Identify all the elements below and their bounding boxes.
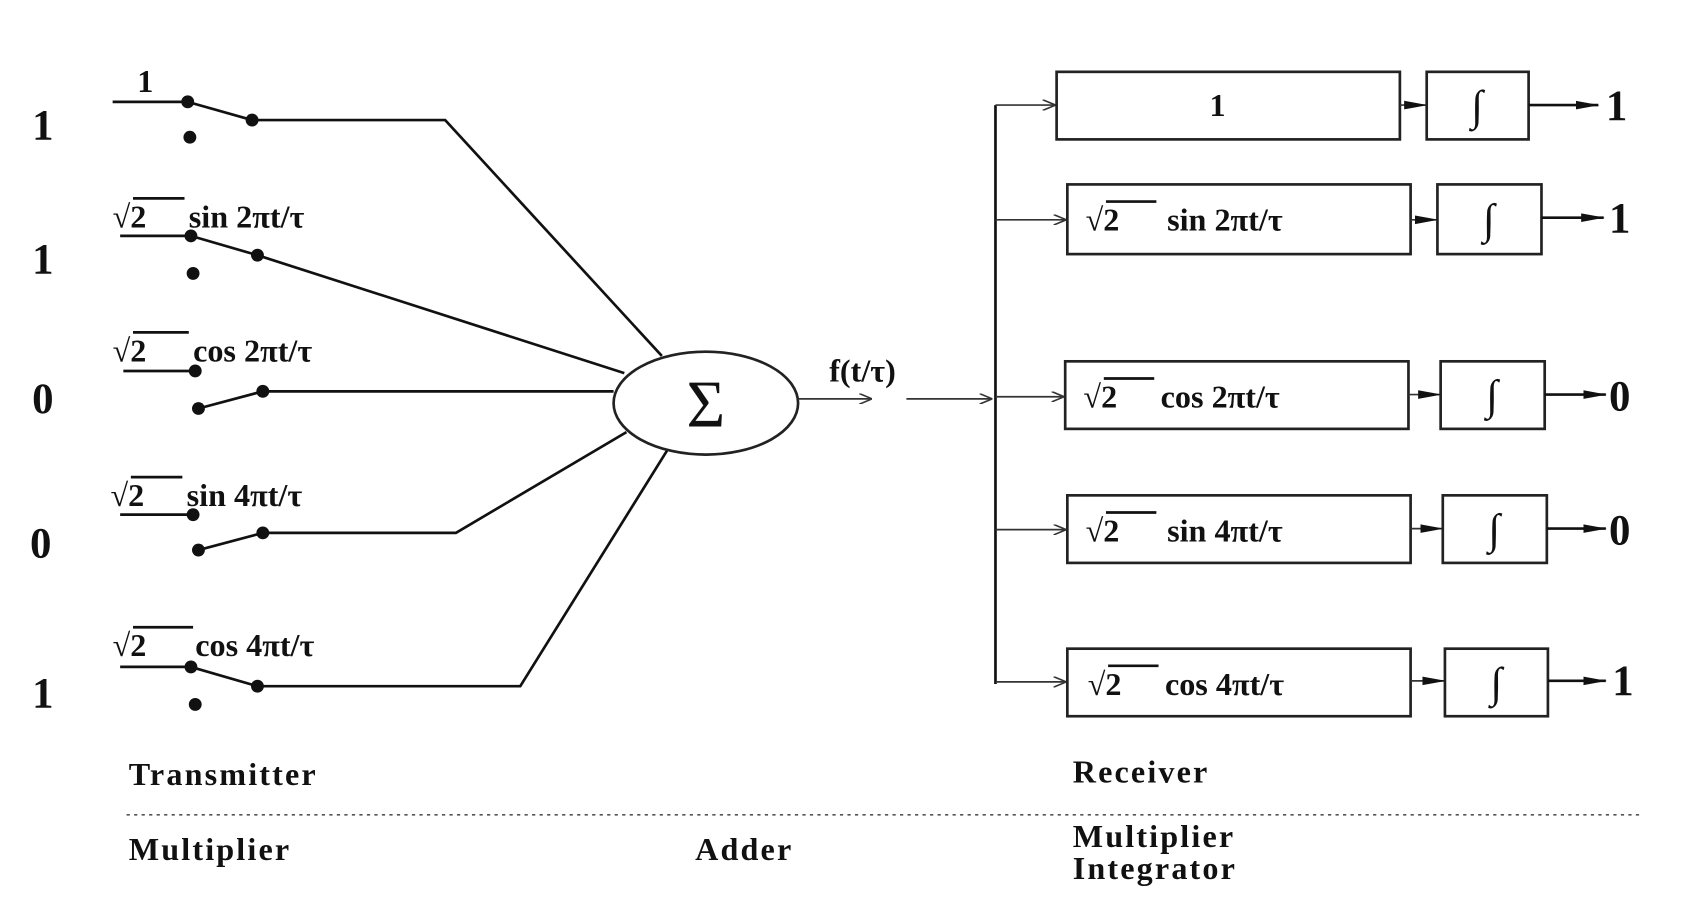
multiplier-switches xyxy=(112,95,270,711)
multiplier-label: cos 4πt/τ xyxy=(1165,666,1284,702)
signal-coef: √2 xyxy=(113,198,147,234)
transmitter-inputs: 1 1 0 0 1 xyxy=(30,102,54,717)
caption-receiver: Receiver xyxy=(1073,754,1210,790)
multiplier-coef: √2 xyxy=(1088,666,1122,702)
input-bit: 1 xyxy=(32,236,53,283)
multiplier-label: cos 2πt/τ xyxy=(1161,378,1280,414)
sigma-symbol: Σ xyxy=(686,369,725,442)
multiplier-label: 1 xyxy=(1209,87,1225,123)
caption-multiplier-left: Multiplier xyxy=(129,831,292,867)
signal-label: sin 4πt/τ xyxy=(187,477,303,513)
multiplier-label: sin 4πt/τ xyxy=(1167,512,1283,548)
signal-label: cos 4πt/τ xyxy=(195,627,314,663)
transmitter-signal-labels: 1 √2 sin 2πt/τ √2 cos 2πt/τ √2 sin 4πt/τ… xyxy=(110,63,314,663)
output-bit: 1 xyxy=(1606,83,1627,130)
integrator-symbol: ∫ xyxy=(1483,373,1500,422)
adder-output-label: f(t/τ) xyxy=(829,353,896,389)
receiver-row-4: √2 sin 4πt/τ ∫ 0 xyxy=(1065,494,1630,565)
multiplier-coef: √2 xyxy=(1086,202,1120,238)
integrator-symbol: ∫ xyxy=(1488,660,1505,709)
input-bit: 1 xyxy=(32,671,53,718)
input-bit: 1 xyxy=(32,102,53,149)
signal-coef: √2 xyxy=(113,627,147,663)
wires-to-adder xyxy=(252,118,669,688)
output-bit: 0 xyxy=(1609,374,1630,421)
caption-adder: Adder xyxy=(695,831,793,867)
caption-transmitter: Transmitter xyxy=(129,756,318,792)
signal-label: sin 2πt/τ xyxy=(189,198,305,234)
input-bit: 0 xyxy=(30,521,51,568)
receiver-row-5: √2 cos 4πt/τ ∫ 1 xyxy=(1065,647,1634,718)
adder-circle xyxy=(612,350,800,456)
multiplier-coef: √2 xyxy=(1086,512,1120,548)
output-bit: 1 xyxy=(1612,658,1633,705)
multiplier-coef: √2 xyxy=(1083,378,1117,414)
signal-coef: √2 xyxy=(110,477,144,513)
caption-integrator: Integrator xyxy=(1073,850,1237,886)
integrator-symbol: ∫ xyxy=(1480,197,1497,246)
switch-2 xyxy=(120,229,264,280)
output-bit: 0 xyxy=(1609,508,1630,555)
receiver-row-1: 1 ∫ 1 xyxy=(1055,70,1627,141)
switch-3 xyxy=(123,364,270,415)
output-bit: 1 xyxy=(1609,196,1630,243)
switch-5 xyxy=(120,660,264,711)
multiplier-label: sin 2πt/τ xyxy=(1167,202,1283,238)
caption-multiplier-right: Multiplier xyxy=(1073,818,1236,854)
integrator-symbol: ∫ xyxy=(1485,507,1502,556)
integrator-symbol: ∫ xyxy=(1468,83,1485,132)
signal-coef: √2 xyxy=(113,332,147,368)
receiver-row-2: √2 sin 2πt/τ ∫ 1 xyxy=(1065,183,1630,256)
signal-label: 1 xyxy=(137,63,153,99)
signal-label: cos 2πt/τ xyxy=(193,332,312,368)
input-bit: 0 xyxy=(32,376,53,423)
switch-4 xyxy=(120,508,270,557)
switch-1 xyxy=(112,95,259,144)
receiver-branches xyxy=(995,105,1065,682)
receiver-row-3: √2 cos 2πt/τ ∫ 0 xyxy=(1063,359,1630,431)
